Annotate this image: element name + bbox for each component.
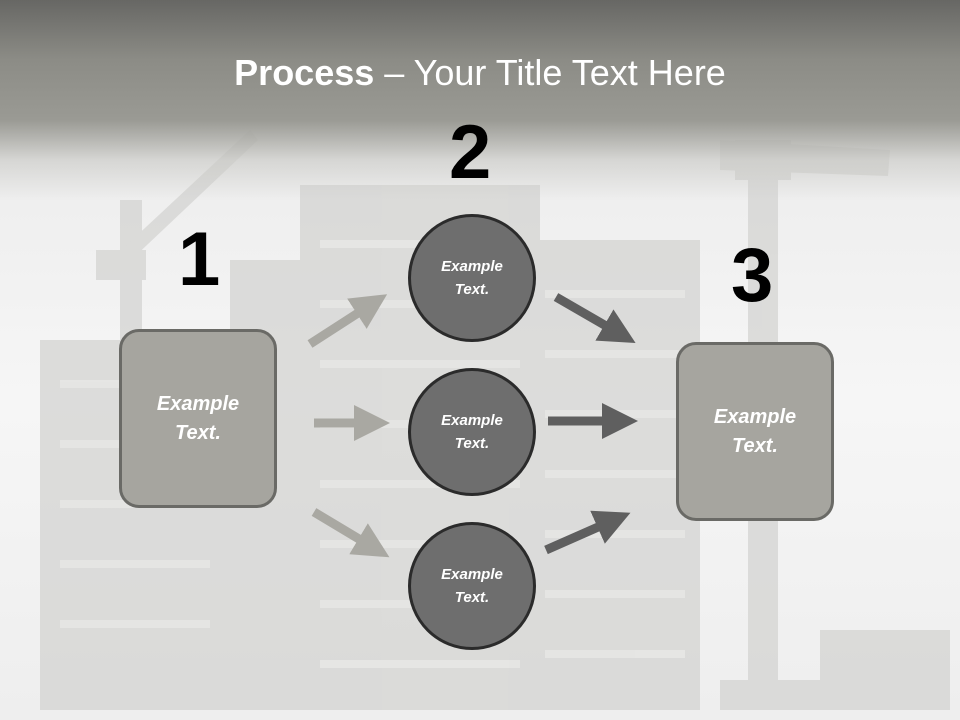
step-2-circle-bottom: Example Text. [408,522,536,650]
step-number-2: 2 [449,110,492,195]
arrow-circle1-to-box3 [553,293,636,344]
title-band [0,0,960,200]
step-2-circle-top: Example Text. [408,214,536,342]
arrow-box1-to-circle1 [307,294,388,348]
step-number-1: 1 [178,217,221,302]
step-1-box: Example Text. [119,329,277,508]
step-3-box: Example Text. [676,342,834,521]
step-2-circle-middle: Example Text. [408,368,536,496]
title-bold: Process [234,52,375,93]
arrow-circle3-to-box3 [544,510,631,555]
step-number-3: 3 [731,233,774,318]
title-rest: – Your Title Text Here [374,52,726,93]
slide-title: Process – Your Title Text Here [0,52,960,94]
arrow-box1-to-circle3 [311,508,390,558]
